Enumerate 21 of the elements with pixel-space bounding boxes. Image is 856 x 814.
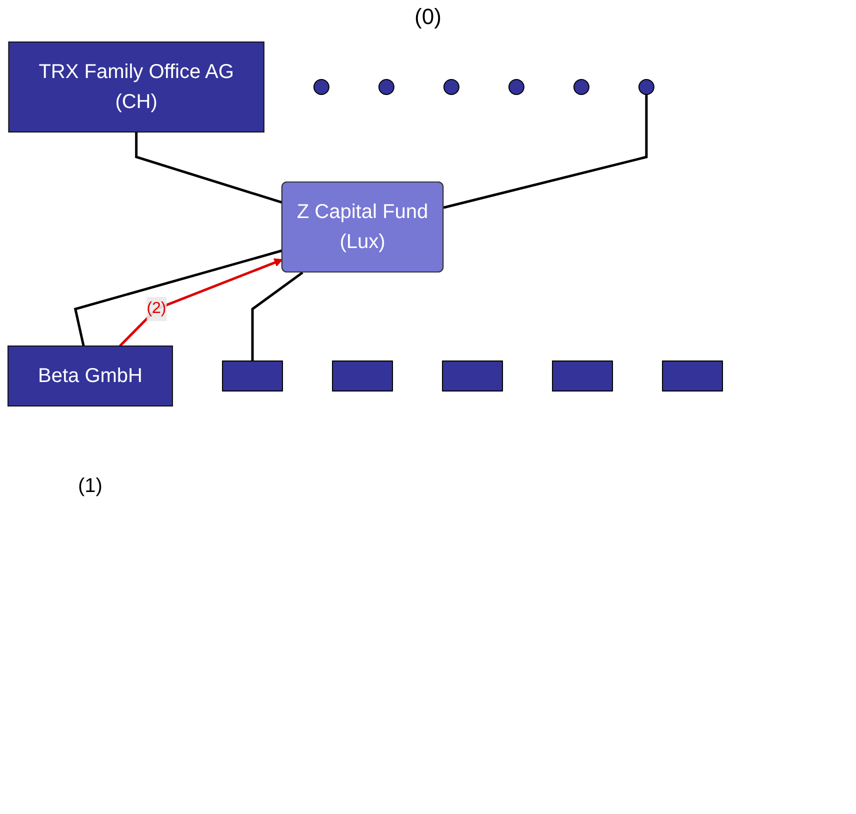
- node-circle: [573, 79, 590, 95]
- node-circle: [443, 79, 460, 95]
- edge-label: (2): [146, 300, 166, 317]
- connector: [443, 94, 648, 209]
- node-box: [222, 360, 283, 392]
- node-box: [662, 360, 723, 392]
- node-circle: [378, 79, 394, 95]
- connector: [135, 132, 283, 204]
- node-box: Beta GmbH: [8, 346, 173, 406]
- node-circle: [508, 79, 524, 95]
- note-label: (0): [414, 4, 442, 29]
- connector: [251, 271, 304, 361]
- node-box: [552, 360, 613, 392]
- node-label: (1): [78, 475, 102, 497]
- node-circle: [313, 79, 330, 95]
- arrow: [119, 258, 283, 347]
- node-box: TRX Family Office AG (CH): [8, 42, 264, 132]
- node-box: [442, 360, 503, 392]
- connector: [74, 249, 283, 346]
- node-circle: [638, 79, 654, 95]
- node-box: [332, 360, 393, 392]
